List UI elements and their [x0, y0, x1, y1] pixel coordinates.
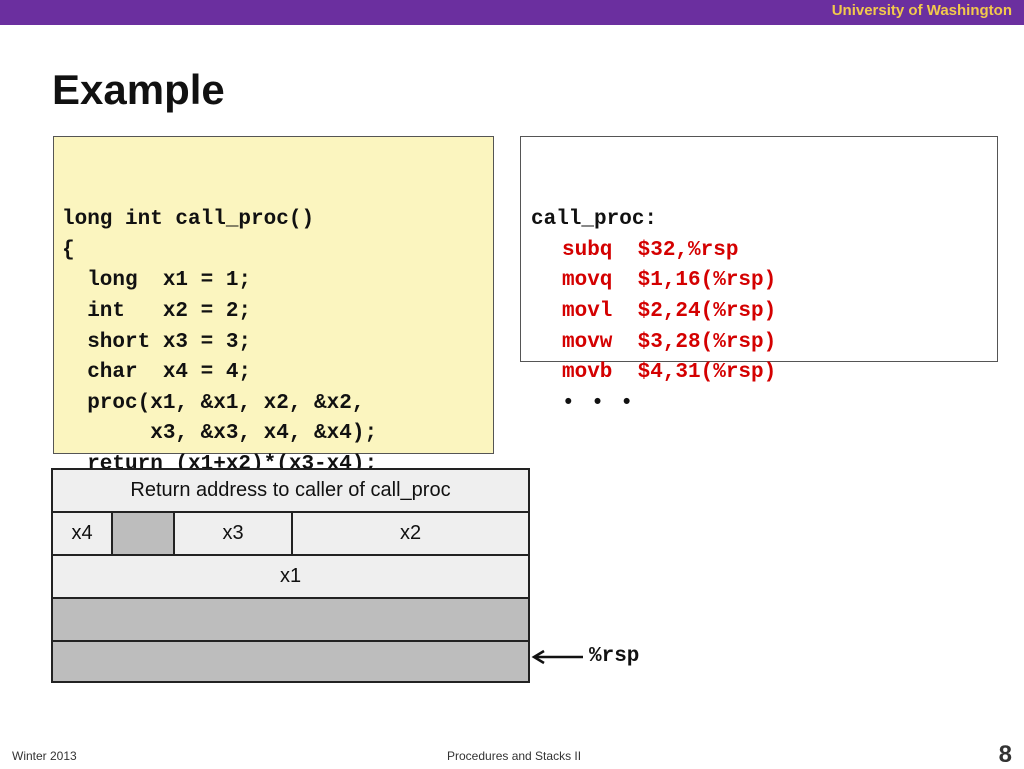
asm-instruction: movb $4,31(%rsp)	[562, 361, 777, 385]
rsp-label: %rsp	[589, 645, 640, 668]
empty-slot-cell	[53, 599, 528, 640]
assembly-code-box: call_proc:subq $32,%rsp movq $1,16(%rsp) m…	[520, 136, 998, 415]
header-bar: University of Washington	[0, 0, 1024, 25]
stack-row-x1: x1	[53, 556, 528, 597]
x2-cell: x2	[293, 513, 528, 554]
institution-name: University of Washington	[831, 2, 1012, 19]
c-code-box: long int call_proc() { long x1 = 1; int x…	[53, 136, 494, 507]
left-arrow-icon	[531, 649, 583, 665]
c-code-line: int x2 = 2;	[62, 299, 252, 323]
asm-instruction: movw $3,28(%rsp)	[562, 330, 777, 354]
asm-instruction: movq $1,16(%rsp)	[562, 269, 777, 293]
footer-topic: Procedures and Stacks II	[447, 749, 582, 763]
c-code-line: char x4 = 4;	[62, 361, 252, 385]
page-number: 8	[998, 741, 1012, 768]
x1-cell: x1	[53, 556, 528, 597]
rsp-slot-cell	[53, 642, 528, 681]
c-code-line: long int call_proc()	[62, 208, 315, 232]
asm-label: call_proc:	[531, 208, 658, 232]
stack-frame-diagram: Return address to caller of call_proc x4…	[51, 468, 530, 683]
c-code-line: x3, &x3, x4, &x4);	[62, 422, 378, 446]
c-code-line: {	[62, 238, 75, 262]
c-code-line: long x1 = 1;	[62, 269, 252, 293]
x3-cell: x3	[175, 513, 291, 554]
stack-row-rsp	[53, 642, 528, 681]
c-code-line: short x3 = 3;	[62, 330, 252, 354]
stack-row-empty	[53, 599, 528, 640]
asm-instruction: movl $2,24(%rsp)	[562, 299, 777, 323]
x4-cell: x4	[53, 513, 111, 554]
footer-term: Winter 2013	[12, 749, 77, 763]
stack-row-locals: x4 x3 x2	[53, 513, 528, 554]
asm-continuation: • • •	[562, 391, 636, 415]
padding-cell	[113, 513, 173, 554]
asm-instruction: subq $32,%rsp	[562, 238, 739, 262]
return-address-cell: Return address to caller of call_proc	[53, 470, 528, 511]
page-title: Example	[52, 66, 225, 113]
c-code-line: proc(x1, &x1, x2, &x2,	[62, 391, 365, 415]
stack-row-return-address: Return address to caller of call_proc	[53, 470, 528, 511]
